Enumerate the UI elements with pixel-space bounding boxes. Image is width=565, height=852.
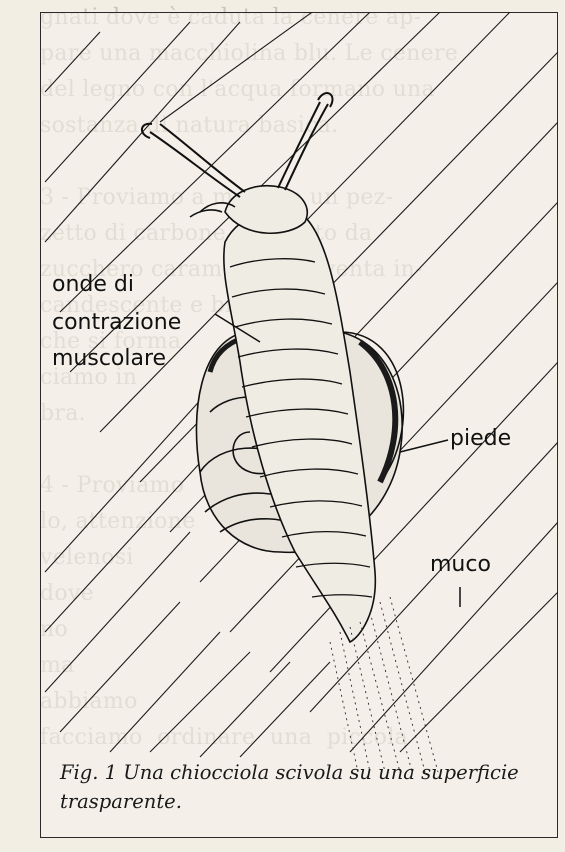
label-piede: piede (450, 426, 511, 452)
label-contrazione: contrazione (52, 310, 181, 336)
snail-illustration (40, 12, 558, 838)
caption-prefix: Fig. 1 (60, 761, 117, 784)
label-muscolare: muscolare (52, 346, 166, 372)
label-muco: muco (430, 552, 491, 578)
label-onde-di: onde di (52, 272, 134, 298)
figure-caption: Fig. 1 Una chiocciola scivola su una sup… (60, 758, 550, 816)
caption-text: Una chiocciola scivola su una superficie… (60, 761, 519, 813)
